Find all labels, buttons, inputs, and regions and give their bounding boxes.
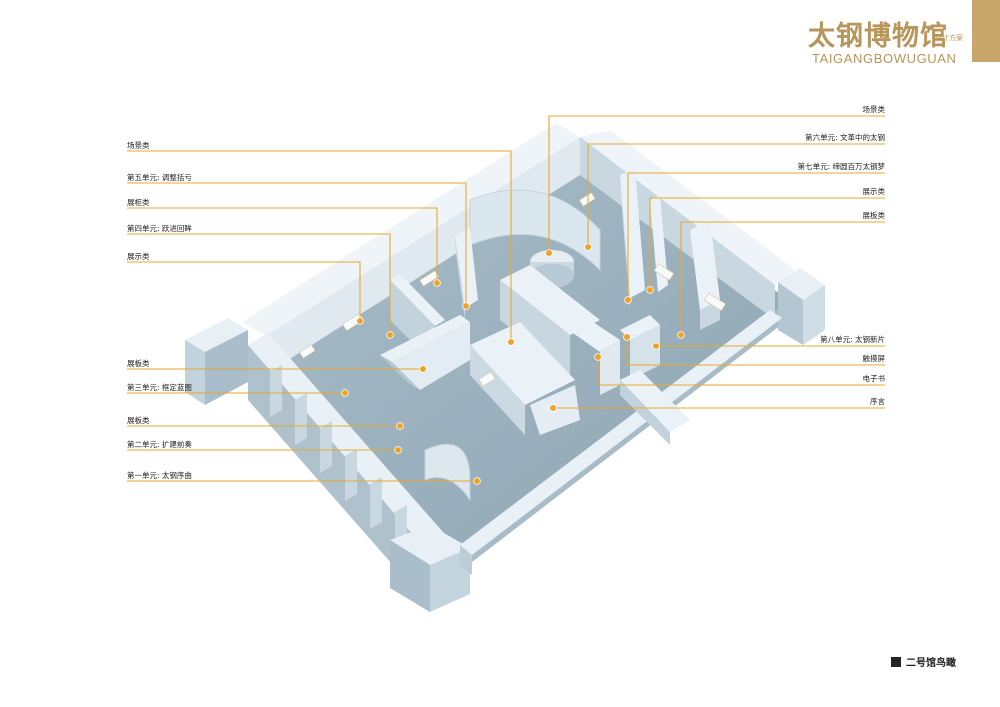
annotation-label: 展示类 (127, 251, 150, 261)
leader-right-8: 序言 (549, 396, 885, 412)
brand-subtitle: 设计方案 (935, 34, 963, 42)
annotation-label: 序言 (870, 396, 885, 406)
brand-title: 太钢博物馆 (808, 21, 948, 52)
annotation-label: 第八单元: 太钢新片 (820, 334, 885, 344)
wall-front-right-face (460, 545, 472, 575)
leader-right-1: 第六单元: 文革中的太钢 (584, 132, 885, 251)
annotation-label: 场景类 (863, 104, 886, 114)
leader-right-2: 第七单元: 缔圆百万太钢梦 (624, 161, 886, 304)
wall-buttresses (270, 365, 407, 557)
annotation-label: 第五单元: 调整括亏 (127, 172, 192, 182)
tower-right-top (778, 268, 825, 300)
arched-wall (424, 443, 471, 502)
leader-left-8: 第二单元: 扩建前奏 (127, 439, 402, 454)
leader-left-5: 展板类 (127, 358, 427, 373)
wall-front-right-top (460, 310, 782, 555)
tower-right-face (778, 282, 803, 345)
annotation-label: 电子书 (863, 373, 886, 383)
tower-front-top (390, 525, 470, 565)
caption-square-icon (891, 657, 901, 667)
leader-right-0: 场景类 (545, 104, 886, 257)
leader-left-2: 展柜类 (127, 197, 441, 287)
tower-left-top (185, 318, 248, 352)
leader-left-7: 展板类 (127, 415, 404, 430)
annotation-label: 展板类 (127, 415, 150, 425)
left-leaders: 场景类 第五单元: 调整括亏 展柜类 第四单元: 跃进回眸 展示类 展板类 (127, 140, 515, 485)
annotation-label: 展示类 (863, 186, 886, 196)
annotation-label: 第七单元: 缔圆百万太钢梦 (798, 161, 886, 171)
tower-left-side (205, 330, 248, 405)
wall-back-left-top (242, 123, 580, 336)
leader-left-3: 第四单元: 跃进回眸 (127, 223, 394, 339)
leader-right-5: 第八单元: 太钢新片 (652, 334, 885, 350)
brand-pinyin: TAIGANGBOWUGUAN (812, 51, 957, 66)
wall-front-left-face (248, 345, 428, 605)
leader-left-4: 展示类 (127, 251, 364, 325)
leader-right-4: 展板类 (677, 210, 886, 339)
leader-right-7: 电子书 (594, 353, 886, 386)
leader-left-9: 第一单元: 太钢序曲 (127, 470, 481, 485)
building-model (185, 123, 825, 612)
leader-right-3: 展示类 (646, 186, 886, 294)
leader-left-6: 第三单元: 框定蓝图 (127, 382, 349, 397)
tower-left-face (185, 340, 205, 405)
right-leaders: 场景类 第六单元: 文革中的太钢 第七单元: 缔圆百万太钢梦 展示类 展板类 第… (545, 104, 886, 412)
leader-left-0: 场景类 (127, 140, 515, 346)
annotation-label: 第六单元: 文革中的太钢 (805, 132, 885, 142)
annotation-label: 场景类 (127, 140, 150, 150)
leader-left-1: 第五单元: 调整括亏 (127, 172, 470, 310)
rotunda-wall (469, 189, 601, 272)
annotation-label: 第一单元: 太钢序曲 (127, 470, 192, 480)
annotation-label: 触摸屏 (863, 353, 886, 363)
leader-right-6: 触摸屏 (623, 333, 886, 366)
caption-text: 二号馆鸟瞰 (906, 658, 956, 669)
annotation-label: 展柜类 (127, 197, 150, 207)
header-accent-tab (972, 0, 1000, 62)
annotation-label: 第四单元: 跃进回眸 (127, 223, 192, 233)
tower-right-side (803, 285, 825, 345)
annotation-label: 第二单元: 扩建前奏 (127, 439, 192, 449)
tower-front-face (390, 540, 430, 612)
wall-front-left-top (248, 333, 450, 552)
figure-caption: 二号馆鸟瞰 (891, 654, 956, 669)
annotation-label: 展板类 (127, 358, 150, 368)
annotation-label: 第三单元: 框定蓝图 (127, 382, 192, 392)
annotation-label: 展板类 (863, 210, 886, 220)
display-glows (299, 192, 727, 387)
